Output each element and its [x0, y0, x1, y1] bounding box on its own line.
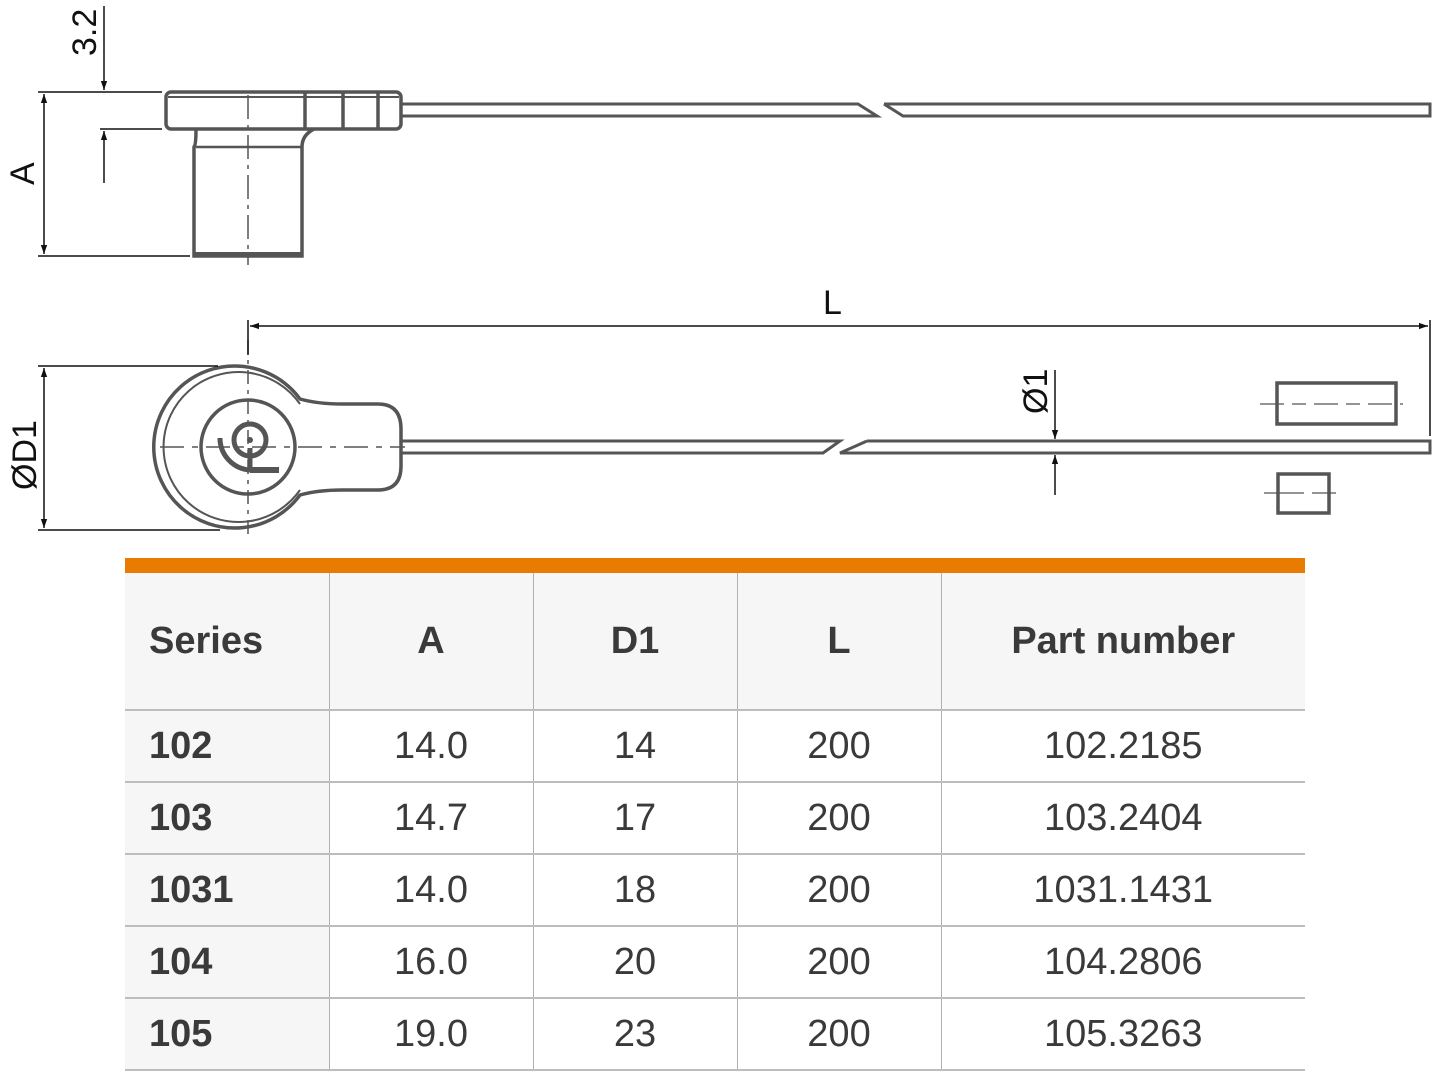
- cell-part-number: 102.2185: [941, 710, 1305, 783]
- seal-flange: [164, 90, 403, 131]
- cell-a: 14.0: [329, 710, 534, 783]
- header-part-number: Part number: [941, 573, 1305, 711]
- header-a: A: [329, 573, 534, 711]
- center-lines: [160, 340, 405, 540]
- table-header-row: Series A D1 L Part number: [125, 573, 1305, 711]
- table-row: 102 14.0 14 200 102.2185: [125, 710, 1305, 783]
- cell-a: 14.7: [329, 782, 534, 855]
- dim-label-length: L: [823, 284, 842, 322]
- cell-a: 19.0: [329, 998, 534, 1071]
- cell-d1: 20: [533, 926, 738, 999]
- dim-label-wire-diameter: Ø1: [1017, 369, 1055, 414]
- table-row: 103 14.7 17 200 103.2404: [125, 782, 1305, 855]
- table-row: 105 19.0 23 200 105.3263: [125, 998, 1305, 1071]
- table-row: 104 16.0 20 200 104.2806: [125, 926, 1305, 999]
- spec-table: Series A D1 L Part number 102 14.0 14 20…: [125, 558, 1305, 1071]
- cell-part-number: 104.2806: [941, 926, 1305, 999]
- cell-d1: 23: [533, 998, 738, 1071]
- wire-end-detail: [1260, 381, 1403, 515]
- cell-series: 103: [125, 782, 330, 855]
- seal-wire: [401, 102, 1432, 118]
- cell-a: 16.0: [329, 926, 534, 999]
- cell-d1: 17: [533, 782, 738, 855]
- cell-series: 104: [125, 926, 330, 999]
- seal-wire-top: [401, 439, 1432, 455]
- dim-label-diameter: ØD1: [6, 420, 44, 490]
- table-accent-bar: [125, 558, 1305, 573]
- cell-l: 200: [737, 854, 942, 927]
- logo-icon: [217, 421, 279, 473]
- cell-series: 105: [125, 998, 330, 1071]
- cell-series: 102: [125, 710, 330, 783]
- cell-l: 200: [737, 782, 942, 855]
- dim-label-flange-thickness: 3.2: [66, 9, 104, 56]
- header-l: L: [737, 573, 942, 711]
- cell-d1: 18: [533, 854, 738, 927]
- table-row: 1031 14.0 18 200 1031.1431: [125, 854, 1305, 927]
- cell-d1: 14: [533, 710, 738, 783]
- dimension-lines: [38, 6, 190, 257]
- header-d1: D1: [533, 573, 738, 711]
- side-view: 3.2 A: [4, 6, 1432, 265]
- cell-a: 14.0: [329, 854, 534, 927]
- cell-series: 1031: [125, 854, 330, 927]
- technical-drawing: 3.2 A: [4, 6, 1432, 540]
- cell-l: 200: [737, 926, 942, 999]
- dim-label-height: A: [4, 162, 42, 185]
- cell-part-number: 103.2404: [941, 782, 1305, 855]
- cell-l: 200: [737, 998, 942, 1071]
- top-view: L ØD1 Ø1: [6, 284, 1432, 540]
- cell-part-number: 105.3263: [941, 998, 1305, 1071]
- dimension-lines-top: [38, 320, 1431, 531]
- cell-l: 200: [737, 710, 942, 783]
- header-series: Series: [125, 573, 330, 711]
- cell-part-number: 1031.1431: [941, 854, 1305, 927]
